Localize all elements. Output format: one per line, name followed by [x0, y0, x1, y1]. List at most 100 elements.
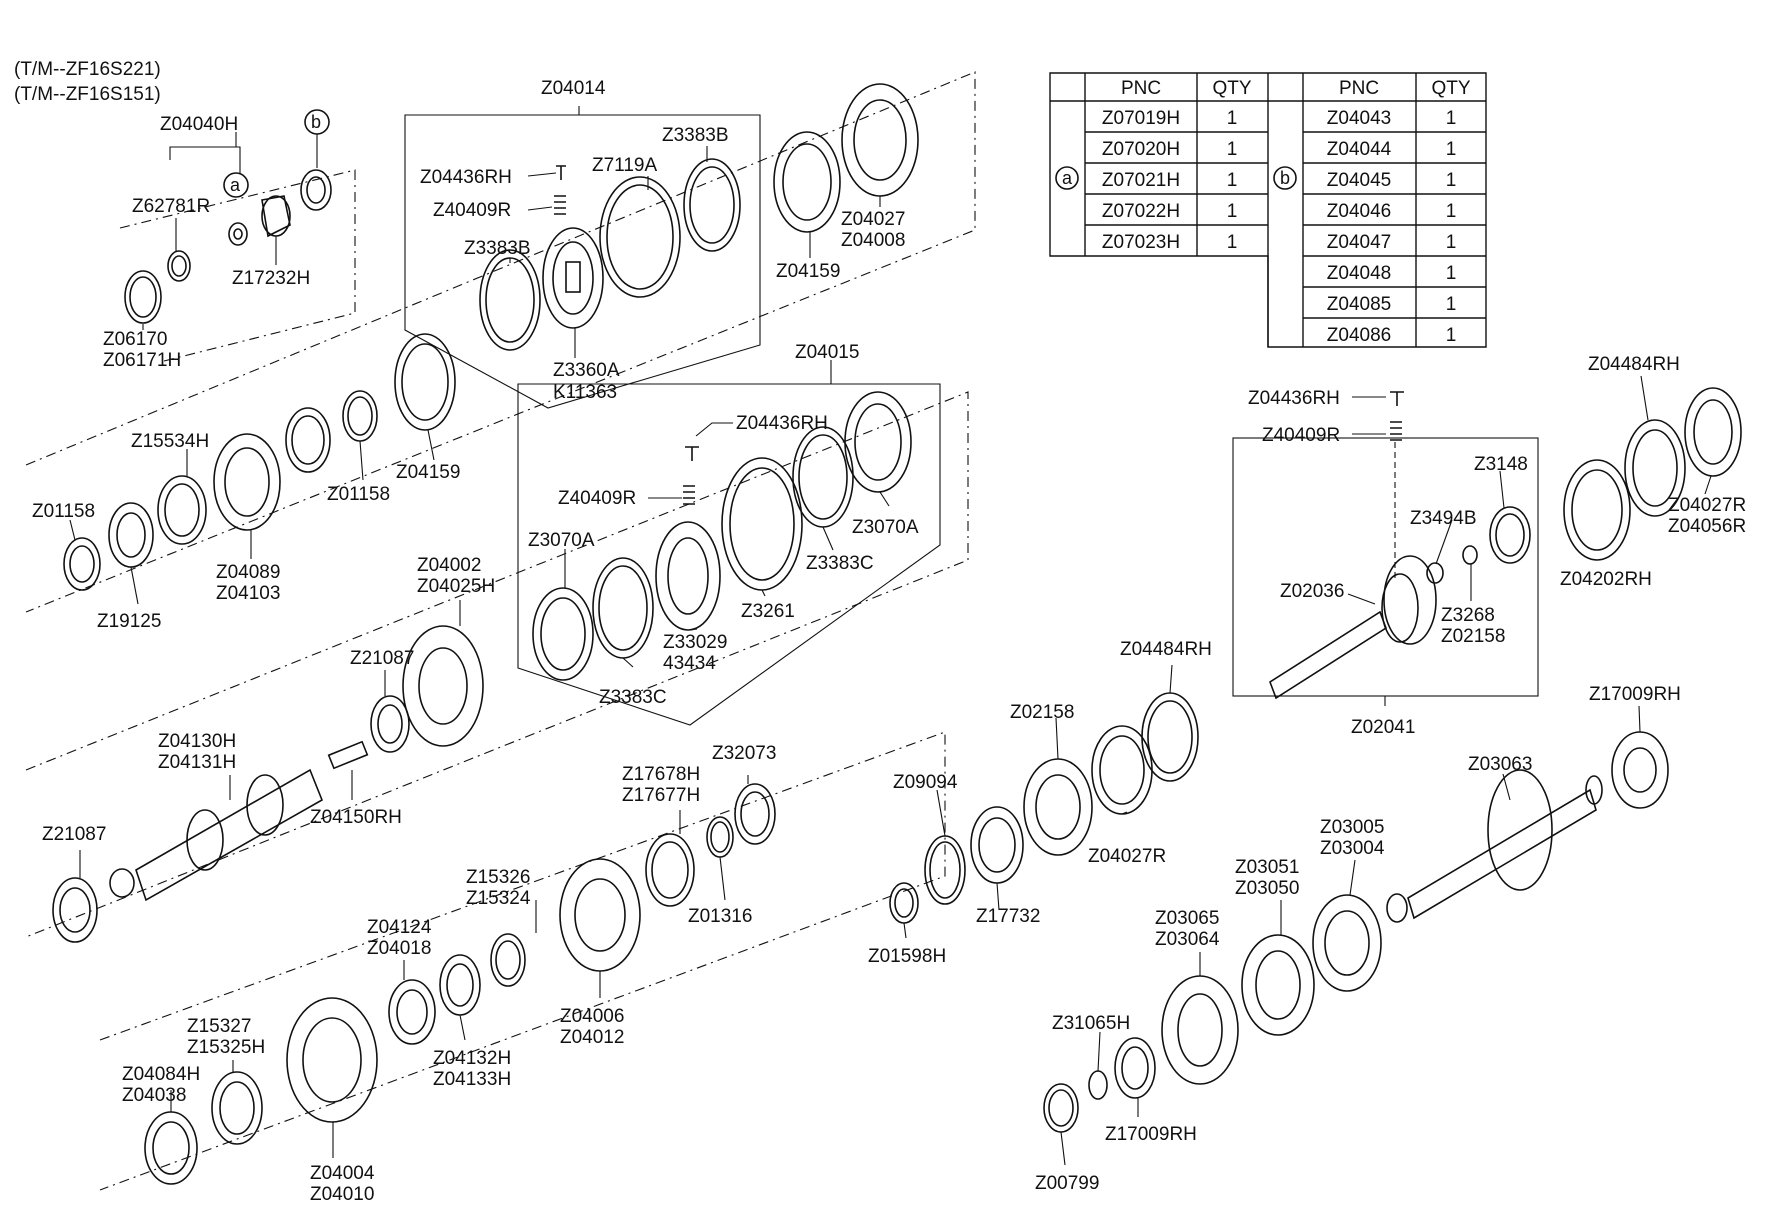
- svg-text:1: 1: [1227, 139, 1238, 160]
- part-label: Z33029: [663, 632, 727, 653]
- table-header-pnc-b: PNC: [1339, 78, 1379, 99]
- table-row: Z04085 1: [1327, 294, 1457, 315]
- part-label: Z3383B: [662, 125, 729, 146]
- svg-text:Z07020H: Z07020H: [1102, 139, 1180, 160]
- table-row: Z04045 1: [1327, 170, 1457, 191]
- part-label: Z21087: [350, 648, 414, 669]
- svg-text:1: 1: [1446, 108, 1457, 129]
- svg-text:Z04047: Z04047: [1327, 232, 1391, 253]
- part-label: Z04130H: [158, 731, 236, 752]
- table-header-qty-a: QTY: [1212, 78, 1251, 99]
- part-label: Z17232H: [232, 268, 310, 289]
- part-label: Z09094: [893, 772, 958, 793]
- part-label: Z3383B: [464, 238, 531, 259]
- part-label: Z02036: [1280, 581, 1344, 602]
- table-row: Z07023H 1: [1102, 232, 1237, 253]
- part-label: Z04103: [216, 583, 280, 604]
- part-label: Z04056R: [1668, 516, 1746, 537]
- table-row: Z07020H 1: [1102, 139, 1237, 160]
- part-label: Z15534H: [131, 431, 209, 452]
- part-label: Z17732: [976, 906, 1040, 927]
- part-label: Z04015: [795, 342, 859, 363]
- part-label: Z03065: [1155, 908, 1219, 929]
- table-header-qty-b: QTY: [1431, 78, 1470, 99]
- part-label: Z62781R: [132, 196, 210, 217]
- part-label: Z15324: [466, 888, 531, 909]
- part-label: Z7119A: [592, 155, 657, 176]
- part-label: Z02158: [1010, 702, 1074, 723]
- svg-text:a: a: [1062, 168, 1073, 188]
- table-row: Z04046 1: [1327, 201, 1457, 222]
- svg-text:1: 1: [1446, 325, 1457, 346]
- part-label: Z3383C: [806, 553, 874, 574]
- part-label: Z04089: [216, 562, 280, 583]
- part-label: Z17678H: [622, 764, 700, 785]
- part-label: Z04018: [367, 938, 431, 959]
- table-row: Z04047 1: [1327, 232, 1457, 253]
- svg-text:Z04044: Z04044: [1327, 139, 1392, 160]
- svg-text:1: 1: [1227, 170, 1238, 191]
- part-label: Z03051: [1235, 857, 1299, 878]
- part-label: Z15325H: [187, 1037, 265, 1058]
- svg-text:b: b: [1280, 168, 1290, 188]
- part-label: Z04436RH: [420, 167, 512, 188]
- part-label: Z17677H: [622, 785, 700, 806]
- part-label: Z04484RH: [1588, 354, 1680, 375]
- svg-text:b: b: [311, 112, 321, 132]
- svg-text:Z04043: Z04043: [1327, 108, 1391, 129]
- table-row: Z04044 1: [1327, 139, 1457, 160]
- part-label: Z04027: [841, 209, 905, 230]
- subassembly-box-z04014: [404, 114, 761, 409]
- part-label: Z00799: [1035, 1173, 1099, 1194]
- svg-text:1: 1: [1227, 201, 1238, 222]
- part-label: Z01158: [32, 501, 95, 522]
- part-label: Z04159: [776, 261, 840, 282]
- part-label: Z03004: [1320, 838, 1385, 859]
- part-label: 43434: [663, 653, 716, 674]
- table-marker-a: a: [1055, 166, 1079, 190]
- part-label: Z04484RH: [1120, 639, 1212, 660]
- table-header-pnc-a: PNC: [1121, 78, 1161, 99]
- table-row: Z07019H 1: [1102, 108, 1237, 129]
- svg-text:1: 1: [1446, 170, 1457, 191]
- part-label: Z32073: [712, 743, 776, 764]
- part-label: Z04131H: [158, 752, 236, 773]
- leader-lines: [69, 106, 1712, 1166]
- svg-text:1: 1: [1446, 201, 1457, 222]
- part-label: Z04132H: [433, 1048, 511, 1069]
- model-header-2: (T/M--ZF16S151): [14, 84, 161, 105]
- svg-text:Z04086: Z04086: [1327, 325, 1391, 346]
- part-shapes: [52, 83, 1742, 1185]
- table-row: Z04048 1: [1327, 263, 1457, 284]
- part-label: Z01316: [688, 906, 752, 927]
- part-label: Z04027R: [1088, 846, 1166, 867]
- part-label: Z40409R: [433, 200, 511, 221]
- part-label: Z04040H: [160, 114, 238, 135]
- svg-text:1: 1: [1446, 294, 1457, 315]
- part-label: Z03005: [1320, 817, 1384, 838]
- svg-text:Z07022H: Z07022H: [1102, 201, 1180, 222]
- part-label: Z06170: [103, 329, 167, 350]
- part-label: Z3383C: [599, 687, 667, 708]
- svg-text:Z07019H: Z07019H: [1102, 108, 1180, 129]
- part-label: Z3070A: [528, 530, 595, 551]
- part-label: Z04202RH: [1560, 569, 1652, 590]
- svg-text:1: 1: [1227, 108, 1238, 129]
- part-label: Z04006: [560, 1006, 624, 1027]
- table-row: Z07021H 1: [1102, 170, 1237, 191]
- assembly-frames: [25, 71, 976, 1191]
- part-label: Z03064: [1155, 929, 1220, 950]
- svg-text:Z04046: Z04046: [1327, 201, 1391, 222]
- part-label: Z04014: [541, 78, 606, 99]
- part-label: Z04004: [310, 1163, 375, 1184]
- part-labels: Z04040H Z62781R Z17232H Z06170 Z06171H Z…: [32, 78, 1746, 1205]
- part-label: Z04027R: [1668, 495, 1746, 516]
- part-label: Z3360A: [553, 360, 620, 381]
- part-label: Z3261: [741, 601, 795, 622]
- part-label: Z04436RH: [1248, 388, 1340, 409]
- part-label: Z04436RH: [736, 413, 828, 434]
- part-label: Z04008: [841, 230, 905, 251]
- subassembly-box-z02041: [1232, 437, 1539, 697]
- part-label: Z04002: [417, 555, 481, 576]
- part-label: Z04010: [310, 1184, 374, 1205]
